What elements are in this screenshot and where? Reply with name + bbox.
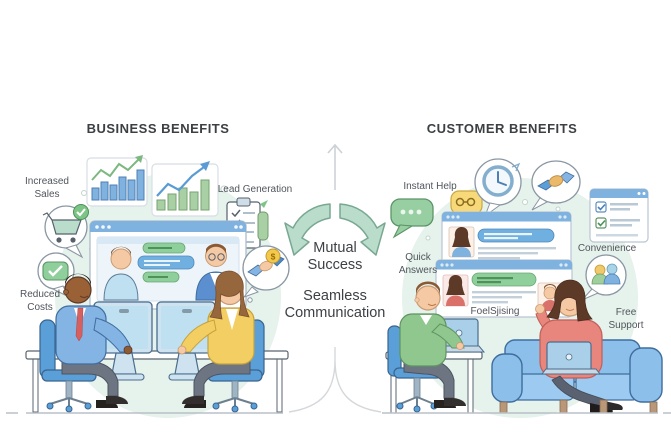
- window-dots: [95, 225, 243, 229]
- center-divider: [284, 143, 386, 413]
- chat-window-back: [441, 211, 572, 265]
- label-convenience: Convenience: [577, 243, 637, 254]
- customer-man-figure: [399, 281, 466, 408]
- customer-woman-figure: [535, 279, 623, 413]
- chat-dots-bubble-icon: [390, 198, 434, 239]
- decorative-dots-right: [425, 199, 561, 241]
- businessman-figure: [55, 273, 133, 408]
- growth-bar-chart-blue-icon: [86, 155, 148, 207]
- mutual-curved-arrows-icon: [284, 203, 386, 256]
- businesswoman-figure: [177, 270, 255, 408]
- customer-benefits-title: CUSTOMER BENEFITS: [426, 121, 578, 136]
- growth-bar-chart-green-icon: [151, 161, 219, 217]
- label-instant-help: Instant Help: [403, 181, 457, 192]
- label-free-support: Free Support: [608, 307, 644, 331]
- right-scene: [382, 158, 671, 418]
- caller-left-avatar: [103, 246, 139, 301]
- chat-window-front: [435, 259, 573, 318]
- label-reduced-costs: Reduced Costs: [19, 289, 61, 313]
- up-arrow-icon: [327, 143, 343, 190]
- shopping-cart-bubble-icon: [42, 204, 89, 259]
- checklist-window-icon: [589, 188, 649, 243]
- left-scene: $: [6, 155, 290, 418]
- label-file-sharing: FoelSjising: [470, 306, 520, 317]
- business-benefits-title: BUSINESS BENEFITS: [86, 121, 230, 136]
- clock-bubble-icon: [474, 158, 522, 218]
- chat-bubbles: [137, 242, 195, 283]
- support-people-bubble-icon: [581, 254, 627, 301]
- label-increased-sales: Increased Sales: [25, 176, 69, 200]
- seamless-communication-text: Seamless Communication: [284, 288, 386, 322]
- monitor-left: [93, 301, 153, 381]
- handshake-money-bubble-icon: $: [242, 245, 290, 303]
- dollar-sign-icon: $: [271, 252, 276, 262]
- label-quick-answers: Quick Answers: [398, 252, 438, 276]
- mutual-success-text: Mutual Success: [307, 240, 363, 274]
- approved-message-bubble-icon: [37, 252, 75, 299]
- branch-divider-line: [288, 347, 382, 413]
- label-lead-generation: Lead Generation: [217, 184, 293, 195]
- sofa-armrests-legs: [491, 347, 663, 414]
- handshake-bubble-icon: [531, 160, 581, 211]
